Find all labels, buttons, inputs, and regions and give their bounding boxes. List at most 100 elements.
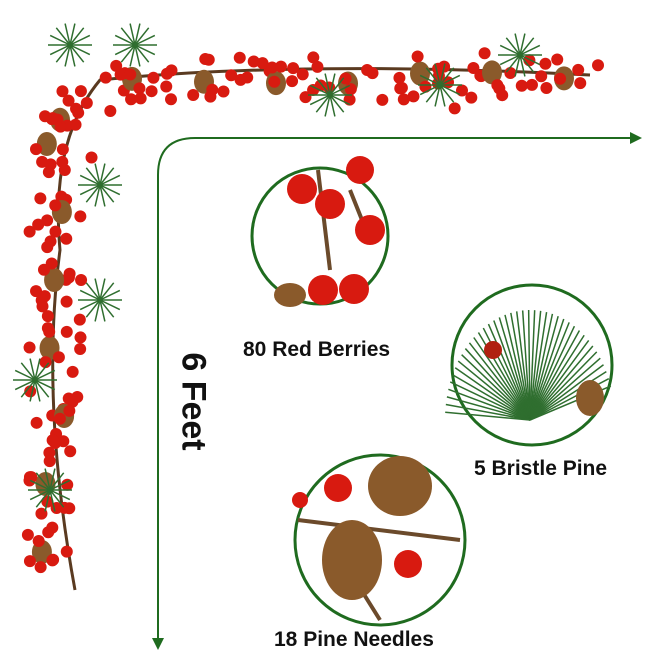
pine-sprig	[439, 84, 455, 103]
red-berry	[54, 120, 67, 133]
pine-sprig	[439, 84, 446, 107]
red-berry	[46, 434, 59, 447]
pine-sprig	[329, 94, 351, 106]
pine-sprig	[64, 44, 71, 67]
red-berry	[467, 61, 480, 74]
pine-sprig	[29, 358, 36, 381]
pine-sprig	[55, 44, 71, 63]
red-berry	[60, 295, 73, 308]
pine-needle	[457, 360, 531, 421]
pine-needle	[529, 351, 598, 421]
red-berry	[572, 63, 585, 76]
red-berry	[395, 81, 408, 94]
red-berry	[393, 71, 406, 84]
pine-needle	[529, 310, 536, 421]
pine-sprig	[49, 34, 71, 46]
pine-sprig	[519, 33, 526, 56]
red-berry	[376, 93, 389, 106]
arrowhead-right	[630, 132, 642, 144]
pine-sprig	[79, 289, 101, 301]
red-berry	[554, 72, 567, 85]
pine-sprig	[49, 472, 65, 491]
bristle-pine-label: 5 Bristle Pine	[474, 457, 608, 480]
pine-sprig	[34, 379, 50, 398]
red-berry	[62, 392, 75, 405]
red-berry	[296, 68, 309, 81]
red-berry	[307, 51, 320, 64]
pine-sprig	[134, 44, 150, 63]
pine-needle	[498, 317, 531, 421]
pine-sprig	[35, 472, 51, 491]
bristle-pine-closeup	[445, 283, 614, 447]
red-berry	[160, 80, 173, 93]
red-berry	[39, 356, 52, 369]
berries-label: 80 Red Berries	[243, 338, 391, 361]
pine-sprig	[129, 23, 136, 46]
pine-sprig	[134, 34, 156, 46]
red-berry	[539, 57, 552, 70]
red-berry	[53, 412, 66, 425]
pine-sprig	[99, 278, 106, 301]
red-berry	[21, 528, 34, 541]
red-berry	[63, 267, 76, 280]
pine-sprig	[34, 369, 56, 381]
red-berry	[34, 192, 47, 205]
pine-needle	[446, 396, 531, 421]
red-berry	[74, 85, 87, 98]
pine-sprig	[94, 184, 101, 207]
red-berry	[43, 446, 56, 459]
red-berry	[217, 85, 230, 98]
red-berry	[37, 263, 50, 276]
pine-sprig	[99, 167, 115, 186]
pine-sprig	[419, 84, 441, 96]
red-berry	[30, 416, 43, 429]
pine-sprig	[14, 369, 36, 381]
red-berry	[145, 85, 158, 98]
pine-sprig	[519, 37, 535, 56]
red-berry	[397, 93, 410, 106]
red-berry	[58, 163, 71, 176]
red-berry	[74, 210, 87, 223]
pine-sprig	[79, 299, 101, 311]
pine-sprig	[20, 362, 36, 381]
pine-sprig	[315, 77, 331, 96]
red-berry	[574, 77, 587, 90]
red-berry	[256, 57, 269, 70]
pine-sprig	[324, 94, 331, 117]
pine-sprig	[34, 358, 41, 381]
pine-sprig	[69, 44, 76, 67]
arrowhead-down	[152, 638, 164, 650]
pine-cone	[44, 268, 65, 292]
red-berry	[448, 102, 461, 115]
pine-sprig	[329, 84, 351, 96]
red-berry	[32, 534, 45, 547]
pine-needle	[454, 367, 531, 421]
pine-sprig	[69, 27, 85, 46]
pine-sprig	[519, 54, 541, 66]
pine-sprig	[49, 468, 56, 491]
pine-sprig	[519, 54, 535, 73]
red-berry	[23, 225, 36, 238]
pine-sprig	[55, 27, 71, 46]
pine-needle	[448, 388, 531, 421]
pine-sprig	[49, 489, 71, 501]
pine-sprig	[99, 282, 115, 301]
red-berry	[30, 143, 43, 156]
red-berry	[233, 51, 246, 64]
pine-needles-label: 18 Pine Needles	[274, 628, 434, 651]
pine-sprig	[79, 184, 101, 196]
red-berry	[496, 89, 509, 102]
red-berry	[299, 91, 312, 104]
pine-sprig	[309, 94, 331, 106]
pine-sprig	[14, 379, 36, 391]
red-berry	[41, 322, 54, 335]
red-berry	[63, 404, 76, 417]
red-berry	[147, 71, 160, 84]
pine-sprig	[315, 94, 331, 113]
red-berry	[41, 214, 54, 227]
pine-sprig	[309, 84, 331, 96]
red-berry	[56, 85, 69, 98]
red-berry	[42, 526, 55, 539]
